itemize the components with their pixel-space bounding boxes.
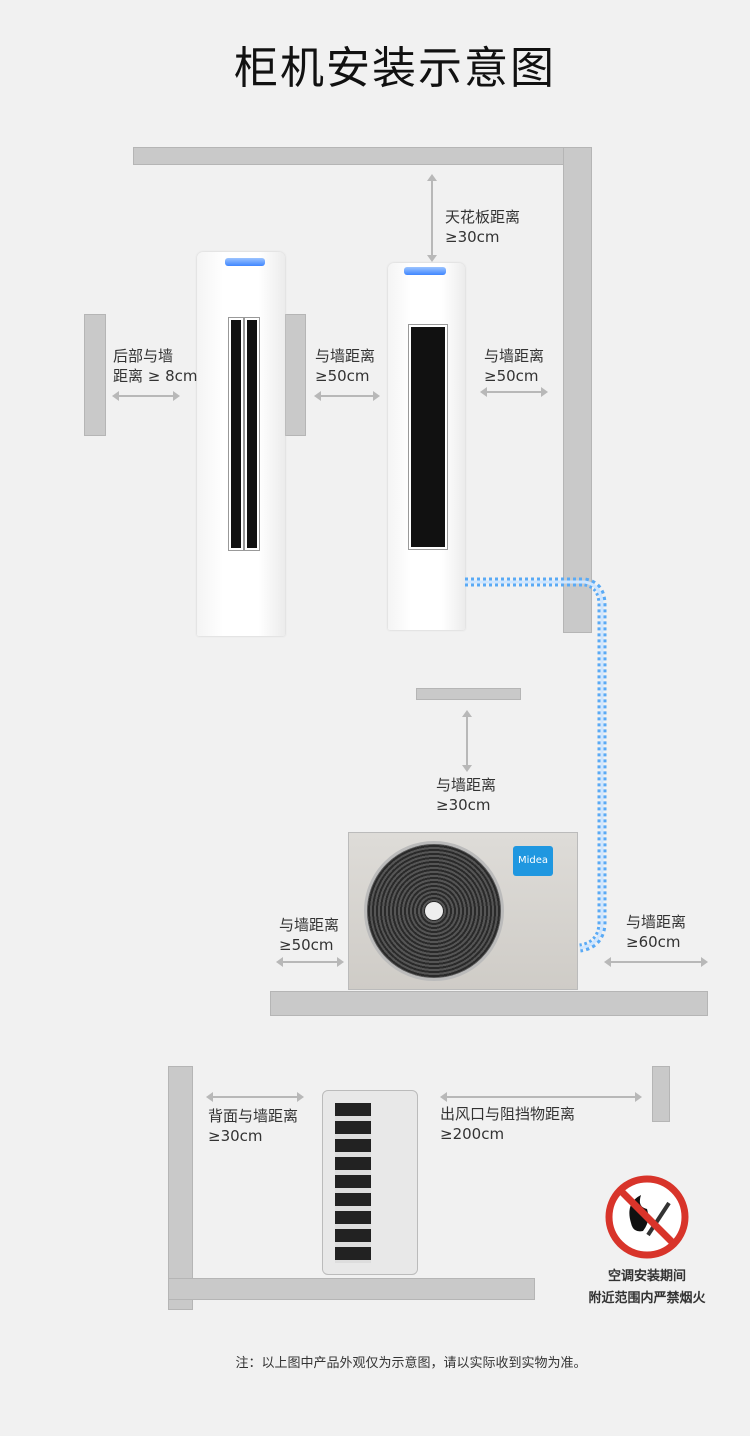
right-wall: [563, 147, 592, 633]
ceiling-distance-arrow: [427, 174, 437, 262]
outlet-distance-arrow: [440, 1092, 642, 1102]
outdoor-left-label: 与墙距离≥50cm: [279, 916, 340, 954]
brand-logo: Midea: [513, 846, 553, 876]
outdoor-top-arrow: [462, 710, 472, 772]
ceiling-distance-label: 天花板距离≥30cm: [445, 208, 521, 246]
warning-text: 空调安装期间附近范围内严禁烟火: [588, 1269, 706, 1306]
floor: [168, 1278, 535, 1300]
side-distance-arrow-1: [314, 391, 380, 401]
rear-distance-label: 后部与墙距离 ≥ 8cm: [113, 347, 198, 385]
side-wall: [285, 314, 306, 436]
indoor-unit-front: [388, 263, 465, 630]
fan-icon: [364, 841, 504, 981]
no-fire-icon: [605, 1175, 689, 1259]
outdoor-wall: [416, 688, 521, 700]
side-distance-label-2: 与墙距离≥50cm: [484, 347, 545, 385]
back-wall: [168, 1066, 193, 1310]
side-distance-arrow-2: [480, 387, 548, 397]
page-title: 柜机安装示意图: [234, 43, 556, 94]
ground: [270, 991, 708, 1016]
footnote: 注：以上图中产品外观仅为示意图，请以实际收到实物为准。: [235, 1356, 587, 1371]
back-distance-label: 背面与墙距离≥30cm: [208, 1107, 299, 1145]
outdoor-right-arrow: [604, 957, 708, 967]
obstacle-wall: [652, 1066, 670, 1122]
outdoor-left-arrow: [276, 957, 344, 967]
outdoor-unit-side-view: [322, 1090, 418, 1275]
side-distance-label-1: 与墙距离≥50cm: [315, 347, 376, 385]
outdoor-right-label: 与墙距离≥60cm: [626, 913, 687, 951]
outdoor-unit: Midea: [348, 832, 578, 990]
rear-wall: [84, 314, 106, 436]
outlet-distance-label: 出风口与阻挡物距离≥200cm: [440, 1105, 576, 1143]
outdoor-top-label: 与墙距离≥30cm: [436, 776, 497, 814]
rear-distance-arrow: [112, 391, 180, 401]
indoor-unit-side: [197, 252, 285, 636]
back-distance-arrow: [206, 1092, 304, 1102]
